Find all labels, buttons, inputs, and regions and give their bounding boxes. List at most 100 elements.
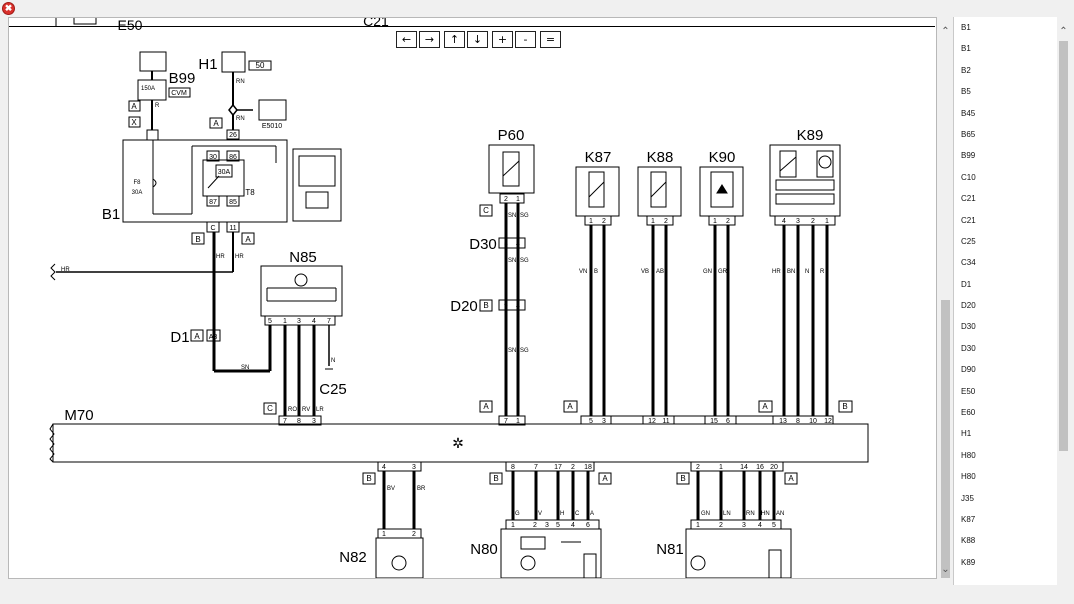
component-list-item[interactable]: B45 xyxy=(961,108,976,118)
pin-number: 1 xyxy=(713,218,717,225)
conn-c: C xyxy=(267,404,273,413)
pin-number: 4 xyxy=(782,218,786,225)
label-p60: P60 xyxy=(498,127,525,144)
scroll-up-icon[interactable]: ⌃ xyxy=(941,26,950,37)
pin-number: 3 xyxy=(602,418,606,425)
pin-number: 8 xyxy=(511,464,515,471)
pin-number: 3 xyxy=(742,522,746,529)
pin-number: 85 xyxy=(229,199,237,206)
scroll-down-icon[interactable]: ⌄ xyxy=(941,564,950,575)
label-b1: B1 xyxy=(102,206,120,223)
pin-number: 3 xyxy=(312,418,316,425)
pin-number: 2 xyxy=(602,218,606,225)
conn-a: A xyxy=(213,119,219,128)
pin-number: 1 xyxy=(511,522,515,529)
pin-number: 7 xyxy=(504,418,508,425)
component-list-item[interactable]: B65 xyxy=(961,129,976,139)
label-n85: N85 xyxy=(289,249,317,266)
pin-number: 2 xyxy=(719,522,723,529)
d1-conn: A3 xyxy=(209,334,218,341)
component-list-item[interactable]: H1 xyxy=(961,429,972,439)
component-list-item[interactable]: D1 xyxy=(961,279,972,289)
pan-down-button[interactable]: ↓ xyxy=(467,31,488,48)
close-icon[interactable]: ✖ xyxy=(2,2,15,15)
zoom-out-button[interactable]: - xyxy=(515,31,536,48)
conn-b: B xyxy=(680,474,685,483)
component-list-item[interactable]: B2 xyxy=(961,65,971,75)
wire-code: AB xyxy=(656,269,664,275)
wire-code: RN xyxy=(236,116,245,122)
pin-number: 5 xyxy=(504,241,508,248)
component-list-item[interactable]: C10 xyxy=(961,172,976,182)
component-list-item[interactable]: K87 xyxy=(961,514,976,524)
pin-number: 4 xyxy=(758,522,762,529)
component-list-item[interactable]: B99 xyxy=(961,151,976,161)
diagram-canvas[interactable]: ✲ E50 C21 H1 50 E5010 B99 150A CVM B1 F8… xyxy=(8,17,937,579)
wire-code: R xyxy=(820,269,825,275)
component-list-item[interactable]: C21 xyxy=(961,215,976,225)
pin-number: 12 xyxy=(824,418,832,425)
wire-code: GR xyxy=(718,269,728,275)
pin-number: 1 xyxy=(516,196,520,203)
pin-number: 3 xyxy=(545,522,549,529)
wire-code: RO xyxy=(288,407,297,413)
pan-right-button[interactable]: → xyxy=(419,31,440,48)
component-list-item[interactable]: D20 xyxy=(961,301,976,311)
label-d1: D1 xyxy=(170,329,189,346)
component-list-item[interactable]: B1 xyxy=(961,44,971,54)
wiring-diagram: ✲ E50 C21 H1 50 E5010 B99 150A CVM B1 F8… xyxy=(9,18,935,578)
status-bar xyxy=(0,585,1074,604)
component-list-item[interactable]: B5 xyxy=(961,87,971,97)
label-n80: N80 xyxy=(470,541,498,558)
conn-a: A xyxy=(194,332,200,341)
component-list-item[interactable]: K89 xyxy=(961,557,976,567)
list-scroll-thumb[interactable] xyxy=(1059,41,1068,451)
wire-code: SN xyxy=(508,213,516,219)
b1-fuse-amp: 30A xyxy=(132,190,143,196)
wire-code: R xyxy=(155,103,160,109)
pin-number: 5 xyxy=(589,418,593,425)
conn-a: A xyxy=(567,402,573,411)
component-list-item[interactable]: C25 xyxy=(961,236,976,246)
wire-code: HR xyxy=(216,254,225,260)
component-list-item[interactable]: H80 xyxy=(961,472,976,482)
pin-number: 4 xyxy=(516,241,520,248)
component-list-item[interactable]: E60 xyxy=(961,408,976,418)
component-list-item[interactable]: J35 xyxy=(961,493,974,503)
diagram-scroll-thumb[interactable] xyxy=(941,300,950,578)
conn-c: C xyxy=(483,206,489,215)
component-list-item[interactable]: E50 xyxy=(961,386,976,396)
pan-left-button[interactable]: ← xyxy=(396,31,417,48)
h1-box-label: 50 xyxy=(256,61,265,70)
zoom-in-button[interactable]: + xyxy=(492,31,513,48)
component-list-item[interactable]: K88 xyxy=(961,536,976,546)
label-n82: N82 xyxy=(339,549,367,566)
diagram-scrollbar[interactable]: ⌃ ⌄ xyxy=(939,17,952,578)
component-list-item[interactable]: D30 xyxy=(961,322,976,332)
zoom-fit-button[interactable]: = xyxy=(540,31,561,48)
pin-number: 3 xyxy=(796,218,800,225)
pan-up-button[interactable]: ↑ xyxy=(444,31,465,48)
component-list-item[interactable]: B1 xyxy=(961,23,971,32)
wire-code: SN xyxy=(508,348,516,354)
wire-code: RN xyxy=(236,79,245,85)
wire-code: AN xyxy=(776,511,784,517)
pin-number: 1 xyxy=(825,218,829,225)
pin-number: 30 xyxy=(209,154,217,161)
component-list-item[interactable]: H80 xyxy=(961,450,976,460)
title-bar: ✖ xyxy=(0,0,1074,17)
scroll-up-icon[interactable]: ⌃ xyxy=(1059,26,1068,37)
pin-number: 12 xyxy=(648,418,656,425)
pin-number: 1 xyxy=(651,218,655,225)
component-list-item[interactable]: C34 xyxy=(961,258,976,268)
component-list-item[interactable]: D90 xyxy=(961,365,976,375)
pin-number: 2 xyxy=(696,464,700,471)
list-scrollbar[interactable]: ⌃ xyxy=(1057,17,1070,585)
conn-b: B xyxy=(493,474,498,483)
conn-a: A xyxy=(483,402,489,411)
component-list-item[interactable]: C21 xyxy=(961,194,976,204)
conn-b: B xyxy=(842,402,847,411)
conn-a: A xyxy=(788,474,794,483)
component-list-item[interactable]: D30 xyxy=(961,343,976,353)
